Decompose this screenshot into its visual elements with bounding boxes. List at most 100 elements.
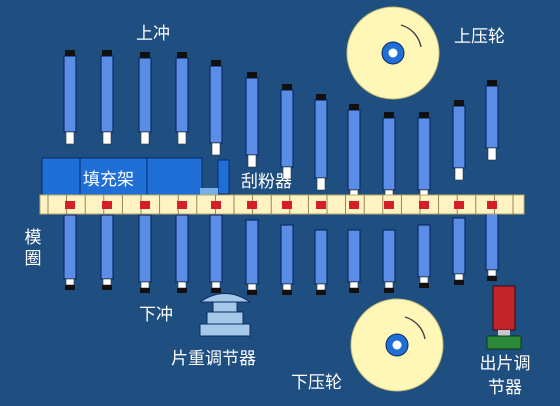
die-hole-12 — [454, 201, 464, 209]
lower-punch-6 — [245, 219, 259, 285]
upper-punch-5-tip — [211, 142, 221, 156]
lower-punch-10-stem — [384, 281, 394, 289]
lower-punch-4-stem — [177, 281, 187, 289]
lower-punch-4 — [175, 214, 189, 283]
lower-roller-arc — [404, 316, 426, 340]
upper-punch-13 — [485, 85, 499, 149]
lower-punch-10 — [382, 229, 396, 283]
upper-punch-label: 上冲 — [136, 24, 170, 44]
scraper — [217, 159, 230, 195]
upper-punch-8-head — [316, 94, 326, 100]
die-hole-3 — [140, 201, 150, 209]
upper-punch-9-head — [349, 104, 359, 110]
die-hole-11 — [419, 201, 429, 209]
die-hole-8 — [316, 201, 326, 209]
upper-punch-8-tip — [316, 177, 326, 191]
ejection-adjuster-stem — [498, 330, 510, 336]
ejection-adjuster-body — [492, 285, 516, 331]
upper-punch-5-head — [211, 60, 221, 66]
lower-punch-7-foot — [282, 290, 292, 295]
lower-punch-12 — [452, 217, 466, 275]
upper-punch-2-tip — [102, 131, 112, 145]
lower-punch-5-foot — [211, 288, 221, 293]
die-hole-4 — [177, 201, 187, 209]
upper-punch-6-tip — [247, 154, 257, 168]
die-hole-13 — [487, 201, 497, 209]
lower-punch-12-stem — [454, 273, 464, 281]
die-hole-1 — [65, 201, 75, 209]
lower-punch-8-stem — [316, 283, 326, 291]
lower-punch-3-foot — [140, 288, 150, 293]
upper-punch-1-tip — [65, 131, 75, 145]
upper-punch-3 — [138, 57, 152, 133]
die-hole-9 — [349, 201, 359, 209]
lower-punch-12-foot — [454, 280, 464, 285]
weight-adjuster-label: 片重调节器 — [171, 349, 256, 369]
lower-punch-1-stem — [65, 278, 75, 286]
upper-punch-5 — [209, 65, 223, 144]
upper-roller-arc — [400, 24, 422, 48]
lower-punch-11-stem — [419, 276, 429, 284]
upper-punch-12-tip — [454, 167, 464, 181]
die-ring-label: 模圈 — [24, 228, 42, 269]
upper-punch-13-tip — [487, 147, 497, 161]
upper-punch-4-tip — [177, 131, 187, 145]
weight-adjuster-cap — [198, 293, 252, 303]
lower-punch-6-stem — [247, 283, 257, 291]
lower-roller-axle — [392, 340, 402, 350]
lower-punch-13 — [485, 211, 499, 271]
upper-punch-4 — [175, 57, 189, 133]
lower-punch-5-stem — [211, 281, 221, 289]
ejection-adjuster-label: 出片调节器 — [479, 354, 531, 398]
lower-punch-9-stem — [349, 281, 359, 289]
lower-punch-7-stem — [282, 283, 292, 291]
lower-punch-13-foot — [487, 276, 497, 281]
upper-punch-7 — [280, 89, 294, 168]
lower-roller-label: 下压轮 — [291, 373, 342, 393]
upper-punch-2 — [100, 55, 114, 133]
die-hole-7 — [282, 201, 292, 209]
upper-punch-1 — [63, 55, 77, 133]
lower-punch-5 — [209, 214, 223, 283]
scraper-base — [200, 188, 218, 195]
scraper-label: 刮粉器 — [241, 172, 292, 192]
die-hole-10 — [384, 201, 394, 209]
upper-roller-axle — [388, 48, 398, 58]
lower-punch-13-stem — [487, 269, 497, 277]
weight-adjuster-neck — [212, 301, 238, 313]
upper-punch-4-head — [177, 52, 187, 58]
upper-punch-9 — [347, 109, 361, 191]
lower-punch-11 — [417, 224, 431, 278]
upper-roller-label: 上压轮 — [454, 27, 505, 47]
upper-punch-3-head — [140, 52, 150, 58]
upper-punch-10 — [382, 117, 396, 191]
lower-punch-1-foot — [65, 285, 75, 290]
lower-punch-7 — [280, 224, 294, 285]
filler-label: 填充架 — [83, 170, 134, 190]
weight-adjuster-body — [206, 311, 244, 325]
upper-punch-6-head — [247, 72, 257, 78]
lower-punch-2-foot — [102, 285, 112, 290]
upper-punch-1-head — [65, 50, 75, 56]
lower-punch-10-foot — [384, 288, 394, 293]
lower-punch-2-stem — [102, 278, 112, 286]
lower-punch-4-foot — [177, 288, 187, 293]
upper-punch-13-head — [487, 80, 497, 86]
upper-punch-11-head — [419, 112, 429, 118]
die-hole-5 — [211, 201, 221, 209]
lower-punch-11-foot — [419, 283, 429, 288]
upper-punch-7-tip — [282, 166, 292, 180]
lower-punch-9 — [347, 229, 361, 283]
lower-punch-3 — [138, 214, 152, 283]
lower-punch-3-stem — [140, 281, 150, 289]
upper-punch-12 — [452, 105, 466, 169]
upper-punch-10-head — [384, 112, 394, 118]
ejection-adjuster-base — [486, 335, 522, 350]
weight-adjuster-base — [199, 323, 251, 337]
lower-punch-8 — [314, 229, 328, 285]
die-hole-6 — [247, 201, 257, 209]
upper-punch-12-head — [454, 100, 464, 106]
lower-punch-6-foot — [247, 290, 257, 295]
upper-punch-6 — [245, 77, 259, 156]
